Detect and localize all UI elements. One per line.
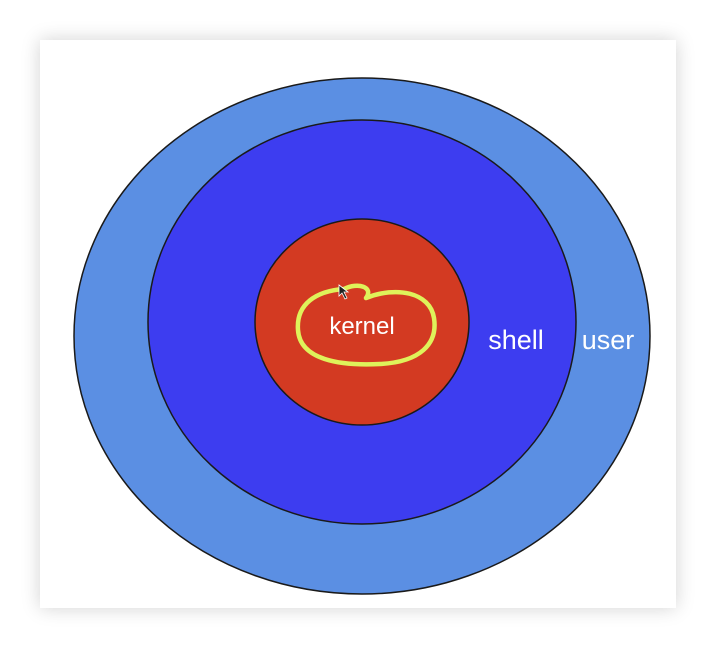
kernel-highlight-annotation — [295, 283, 437, 367]
cursor-icon — [338, 284, 350, 300]
kernel-layer-circle — [254, 218, 470, 426]
kernel-label: kernel — [329, 313, 394, 340]
user-label: user — [582, 325, 635, 355]
shell-label: shell — [488, 325, 544, 355]
